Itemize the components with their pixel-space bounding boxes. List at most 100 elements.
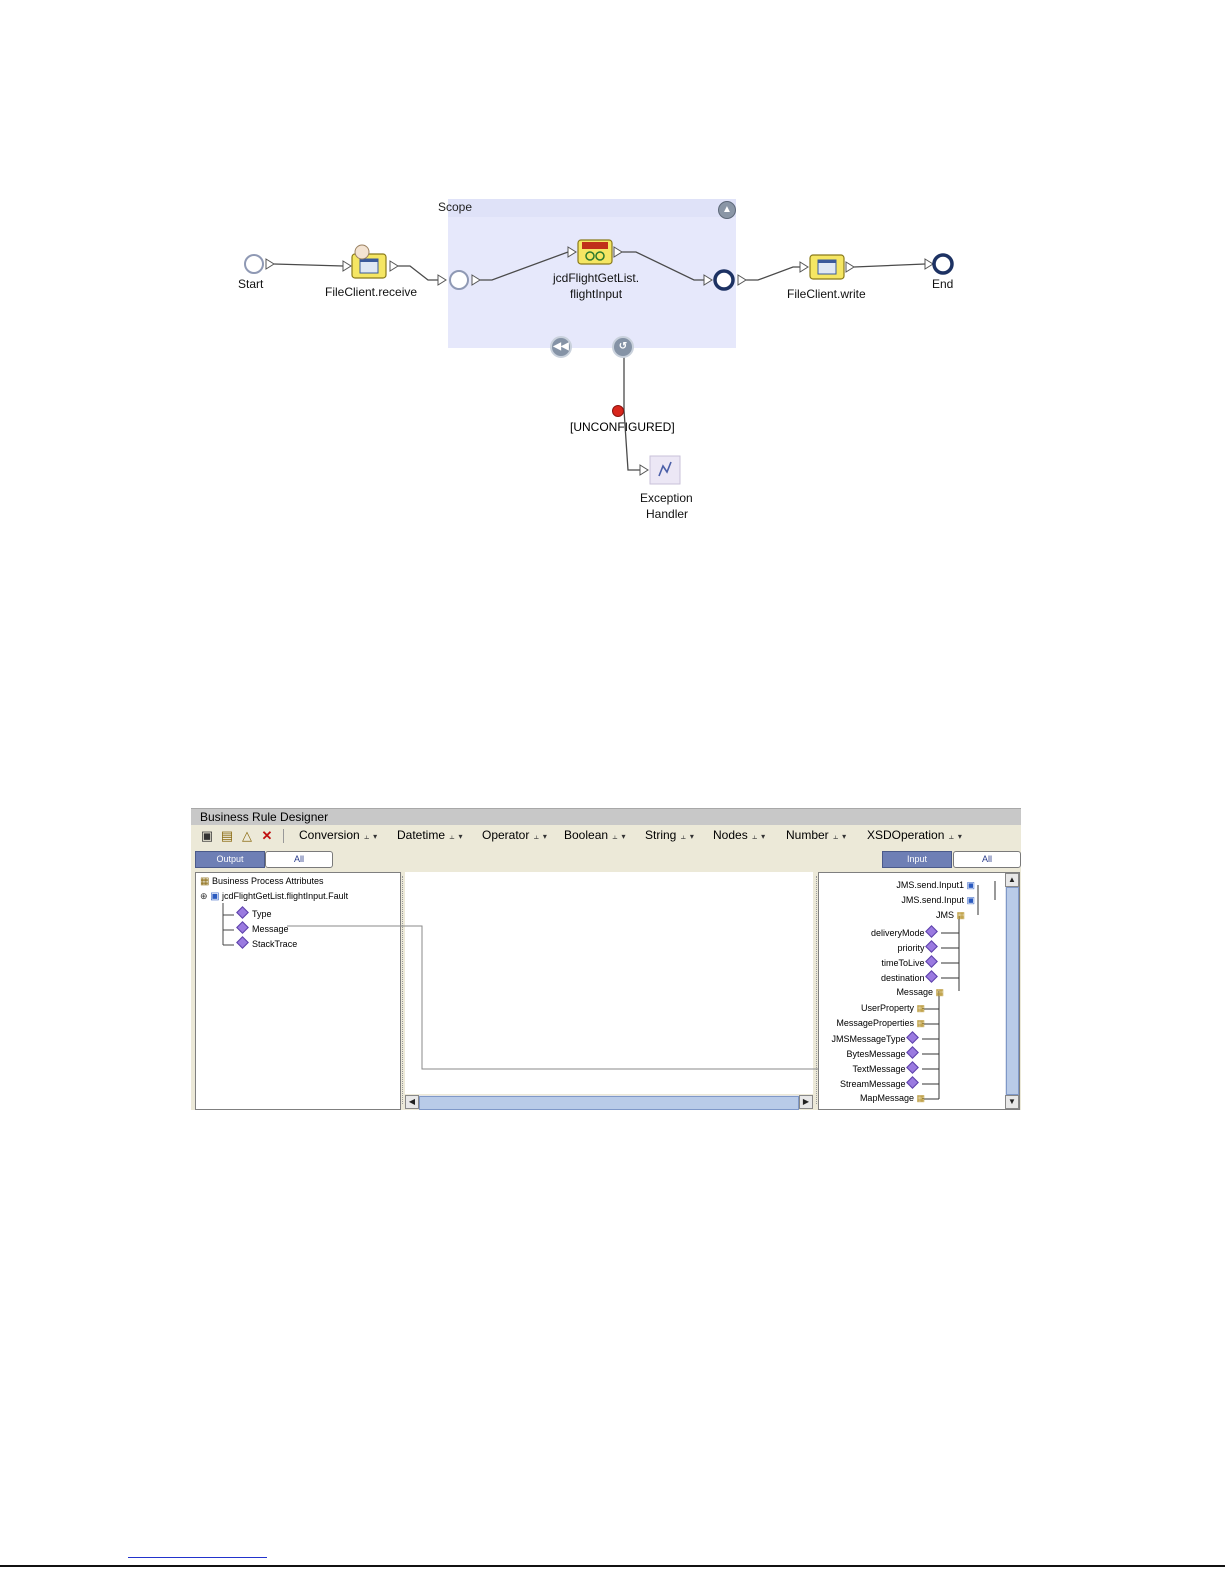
tree-item-jms-send-input[interactable]: JMS.send.Input ▣ [901,895,975,906]
scroll-right-icon[interactable]: ▶ [799,1095,813,1109]
chevron-down-icon: ⫠ [832,831,839,841]
menu-xsdoperation[interactable]: XSDOperation⫠▾ [867,828,962,842]
arrow-end-in [924,258,934,270]
exception-label-line1: Exception [640,491,693,505]
tree-item-deliverymode[interactable]: deliveryMode [871,925,938,939]
pane-divider[interactable] [816,876,817,1104]
link-scope-write [746,266,800,281]
tab-input-all[interactable]: All [953,851,1021,868]
tree-item-userproperty[interactable]: UserProperty ▦ [861,1003,925,1014]
chevron-down-icon: ⫠ [948,831,954,841]
scroll-left-icon[interactable]: ◀ [405,1095,419,1109]
vertical-scrollbar[interactable]: ▲ ▼ [1005,873,1019,1109]
scroll-down-icon[interactable]: ▼ [1005,1095,1019,1109]
process-canvas [244,199,954,485]
tree-item-label: TextMessage [852,1064,906,1074]
dropdown-arrow-icon: ▾ [761,832,766,841]
tree-item-mapmessage[interactable]: MapMessage ▦ [860,1093,925,1104]
folder-icon: ▦ [916,1018,925,1028]
tree-item-bytesmessage[interactable]: BytesMessage [846,1046,919,1060]
tab-output-all[interactable]: All [265,851,333,868]
chevron-down-icon: ⫠ [751,831,758,841]
arrow-write-out [845,261,855,273]
menu-conversion-label: Conversion [299,828,360,842]
delete-icon[interactable]: ✕ [261,828,273,843]
toolbar-separator [283,829,284,843]
java-label-line2: flightInput [570,287,623,301]
receive-label: FileClient.receive [325,285,418,299]
dropdown-arrow-icon: ▾ [957,832,962,841]
business-process-diagram: Scope ▲ ◀◀ ↺ Start FileClient.receive jc… [0,0,1225,560]
start-label: Start [238,277,264,291]
collapse-scope-icon[interactable]: ▲ [718,201,736,219]
field-icon [236,936,249,949]
arrow-scope-in [437,274,447,286]
tree-map-icon[interactable]: ▣ [200,828,214,843]
chevron-down-icon: ⫠ [449,831,455,841]
export-icon[interactable]: △ [242,828,252,843]
scope-end-event [713,269,735,291]
tree-fault-label: jcdFlightGetList.flightInput.Fault [222,891,349,901]
arrow-receive-in [342,260,352,272]
brd-toolbar: ▣ ▤ △ ✕ Conversion⫠▾ Datetime⫠▾ Operator… [191,825,1021,847]
save-map-icon[interactable]: ▤ [220,828,234,843]
tree-item-jmsmessagetype[interactable]: JMSMessageType [831,1031,919,1045]
menu-nodes[interactable]: Nodes⫠▾ [713,828,765,842]
menu-datetime[interactable]: Datetime⫠▾ [397,828,463,842]
field-icon [925,955,938,968]
arrow-java-out [613,246,623,258]
tree-item-messageproperties[interactable]: MessageProperties ▦ [836,1018,925,1029]
tree-item-label: UserProperty [860,1003,914,1013]
tree-fault-item[interactable]: ⊕ ▣ jcdFlightGetList.flightInput.Fault [200,891,348,902]
tab-output[interactable]: Output [195,851,265,868]
tree-item-destination[interactable]: destination [881,970,938,984]
scope-container [448,199,736,348]
tree-leaf-type[interactable]: Type [236,906,272,920]
tree-item-timetolive[interactable]: timeToLive [881,955,938,969]
compensation-handler-icon[interactable]: ◀◀ [550,336,572,358]
dropdown-arrow-icon: ▾ [542,832,547,841]
menu-xsdoperation-label: XSDOperation [867,828,945,842]
scroll-thumb[interactable] [1006,887,1019,1095]
scope-title: Scope [438,200,473,214]
tree-item-message[interactable]: Message ▦ [896,987,944,998]
horizontal-scrollbar[interactable]: ◀ ▶ [405,1095,813,1110]
tree-item-priority[interactable]: priority [897,940,938,954]
tree-item-streammessage[interactable]: StreamMessage [840,1076,919,1090]
fault-handler-icon[interactable]: ↺ [612,336,634,358]
expand-handle-icon[interactable]: ⊕ [200,891,208,901]
dropdown-arrow-icon: ▾ [621,832,626,841]
dropdown-arrow-icon: ▾ [373,832,378,841]
menu-nodes-label: Nodes [713,828,748,842]
exception-label-line2: Handler [646,507,689,521]
field-icon [906,1046,919,1059]
menu-string-label: String [645,828,677,842]
node-icon: ▣ [966,880,975,890]
tree-item-textmessage[interactable]: TextMessage [852,1061,919,1075]
tree-leaf-type-label: Type [252,909,272,919]
receive-activity-icon [351,244,387,279]
dropdown-arrow-icon: ▾ [842,832,847,841]
tab-input[interactable]: Input [882,851,952,868]
field-icon [906,1076,919,1089]
java-activity-icon [577,239,613,265]
scroll-thumb[interactable] [419,1096,799,1110]
tree-item-jms[interactable]: JMS ▦ [936,910,965,921]
field-icon [925,970,938,983]
tree-root-item[interactable]: ▦ Business Process Attributes [200,876,324,887]
menu-number[interactable]: Number⫠▾ [786,828,846,842]
tree-leaf-stacktrace[interactable]: StackTrace [236,936,297,950]
pane-divider[interactable] [402,876,403,1104]
menu-operator[interactable]: Operator⫠▾ [482,828,547,842]
menu-boolean[interactable]: Boolean⫠▾ [564,828,626,842]
mapping-canvas[interactable] [405,872,813,1094]
process-links [273,251,926,471]
scroll-up-icon[interactable]: ▲ [1005,873,1019,887]
tree-leaf-message[interactable]: Message [236,921,289,935]
menu-conversion[interactable]: Conversion⫠▾ [299,828,377,842]
tree-item-jms-send-input1[interactable]: JMS.send.Input1 ▣ [896,880,975,891]
field-icon [236,906,249,919]
link-write-end [853,263,926,268]
menu-string[interactable]: String⫠▾ [645,828,694,842]
node-icon: ▣ [966,895,975,905]
